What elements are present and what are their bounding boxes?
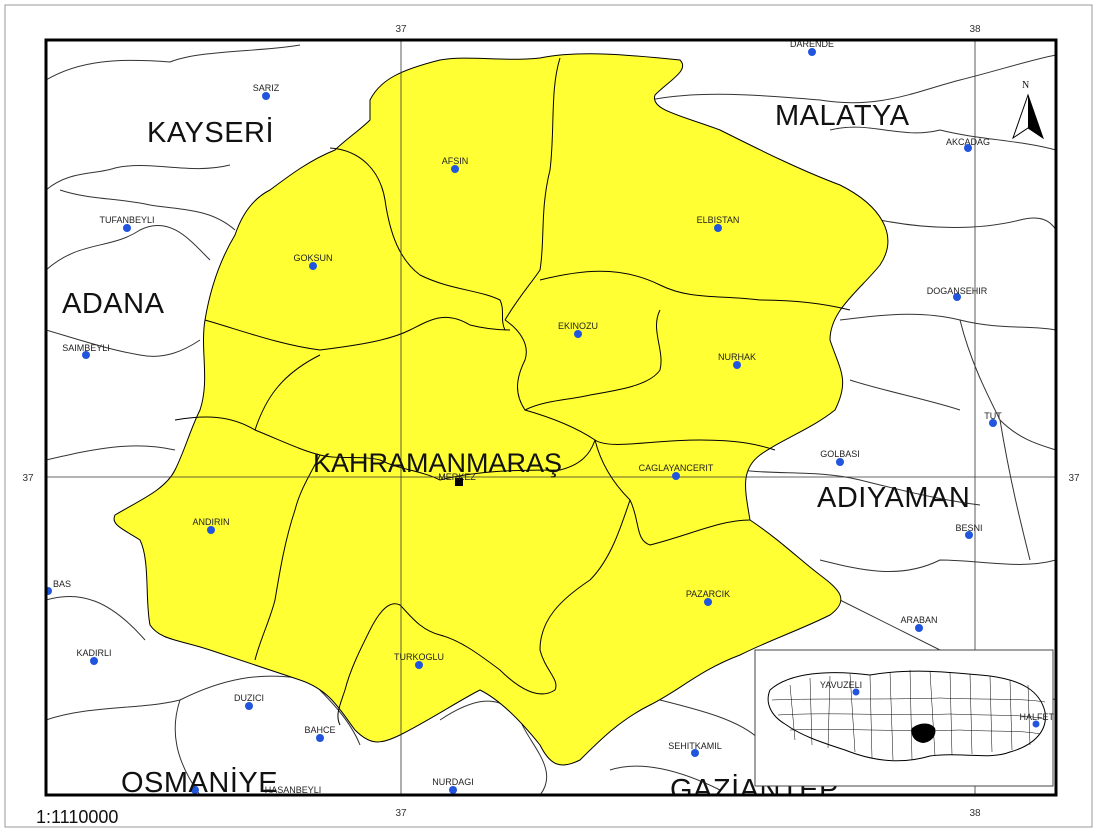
grid-top-38: 38 [969,24,981,35]
point-besni[interactable] [965,531,973,539]
town-labels: DARENDE SARIZ AKCADAG AFSIN TUFANBEYLI E… [53,39,1002,795]
grid-bottom-37: 37 [395,808,407,819]
province-osmaniye: OSMANİYE [121,766,278,799]
kahramanmaras-province[interactable] [113,53,889,766]
point-ekinozu[interactable] [574,330,582,338]
point-nurdagi[interactable] [449,786,457,794]
point-hasanbeyli-dot[interactable] [191,786,199,794]
map-frame [44,38,1058,797]
inset-map[interactable]: YAVUZELI HALFETI [754,649,1057,787]
label-duzici: DUZICI [234,693,264,703]
label-hasanbeyli: HASANBEYLI [265,785,322,795]
label-besni: BESNI [955,523,982,533]
province-kahramanmaras: KAHRAMANMARAŞ [313,448,562,478]
province-adiyaman: ADIYAMAN [817,482,970,514]
grid-right-37: 37 [1068,473,1080,484]
label-halfeti: HALFETI [1019,712,1056,722]
scale-text: 1:1110000 [36,807,118,827]
turkey-outline [767,670,1046,762]
label-goksun: GOKSUN [293,253,332,263]
point-turkoglu[interactable] [415,661,423,669]
label-akcadag: AKCADAG [946,137,990,147]
points [46,48,997,794]
turkey-internal-borders [771,669,1047,761]
point-elbistan[interactable] [714,224,722,232]
label-afsin: AFSIN [442,156,469,166]
province-adana: ADANA [62,288,165,320]
grid-labels: 37 38 37 38 37 37 [22,24,1080,819]
point-golbasi[interactable] [836,458,844,466]
point-sehitkamil[interactable] [691,749,699,757]
grid-top-37: 37 [395,24,407,35]
point-pazarcik[interactable] [704,598,712,606]
inset-kahramanmaras [911,723,936,743]
point-darende[interactable] [808,48,816,56]
label-saimbeyli: SAIMBEYLI [62,343,110,353]
point-kadirli[interactable] [90,657,98,665]
point-afsin[interactable] [451,165,459,173]
province-kayseri: KAYSERİ [147,116,274,149]
point-yavuzeli[interactable] [852,688,860,696]
label-nurhak: NURHAK [718,352,756,362]
label-tufanbeyli: TUFANBEYLI [99,215,154,225]
point-saimbeyli[interactable] [82,351,90,359]
label-bahce: BAHCE [304,725,335,735]
grid-bottom-38: 38 [969,808,981,819]
district-borders [174,57,851,726]
north-arrow-icon: N [1012,80,1044,140]
label-pazarcik: PAZARCIK [686,589,730,599]
point-sariz[interactable] [262,92,270,100]
label-bas: BAS [53,579,71,589]
north-label: N [1022,80,1029,91]
label-tut: TUT [984,411,1002,421]
point-tufanbeyli[interactable] [123,224,131,232]
label-darende: DARENDE [790,39,834,49]
point-goksun[interactable] [309,262,317,270]
merkez-marker[interactable] [455,478,463,486]
label-sehitkamil: SEHITKAMIL [668,741,722,751]
point-tut[interactable] [989,419,997,427]
point-duzici[interactable] [245,702,253,710]
point-araban[interactable] [915,624,923,632]
label-andirin: ANDIRIN [192,517,229,527]
label-merkez: MERKEZ [438,472,476,482]
grid-left-37: 37 [22,473,34,484]
label-golbasi: GOLBASI [820,449,860,459]
point-nurhak[interactable] [733,361,741,369]
point-dogansehir[interactable] [953,293,961,301]
province-malatya: MALATYA [775,100,910,132]
label-turkoglu: TURKOGLU [394,652,444,662]
point-bahce[interactable] [316,734,324,742]
point-akcadag[interactable] [964,144,972,152]
label-yavuzeli: YAVUZELI [820,680,862,690]
label-ekinozu: EKINOZU [558,321,598,331]
label-dogansehir: DOGANSEHIR [927,286,988,296]
label-kadirli: KADIRLI [76,648,111,658]
label-nurdagi: NURDAGI [432,777,474,787]
label-elbistan: ELBISTAN [697,215,740,225]
province-labels: KAYSERİ MALATYA ADANA ADIYAMAN OSMANİYE … [62,100,970,799]
label-caglayancerit: CAGLAYANCERIT [639,463,714,473]
point-caglayancerit[interactable] [672,472,680,480]
point-andirin[interactable] [207,526,215,534]
label-araban: ARABAN [900,615,937,625]
map-body: DARENDE SARIZ AKCADAG AFSIN TUFANBEYLI E… [46,39,1057,799]
label-sariz: SARIZ [253,83,280,93]
point-halfeti[interactable] [1032,720,1040,728]
